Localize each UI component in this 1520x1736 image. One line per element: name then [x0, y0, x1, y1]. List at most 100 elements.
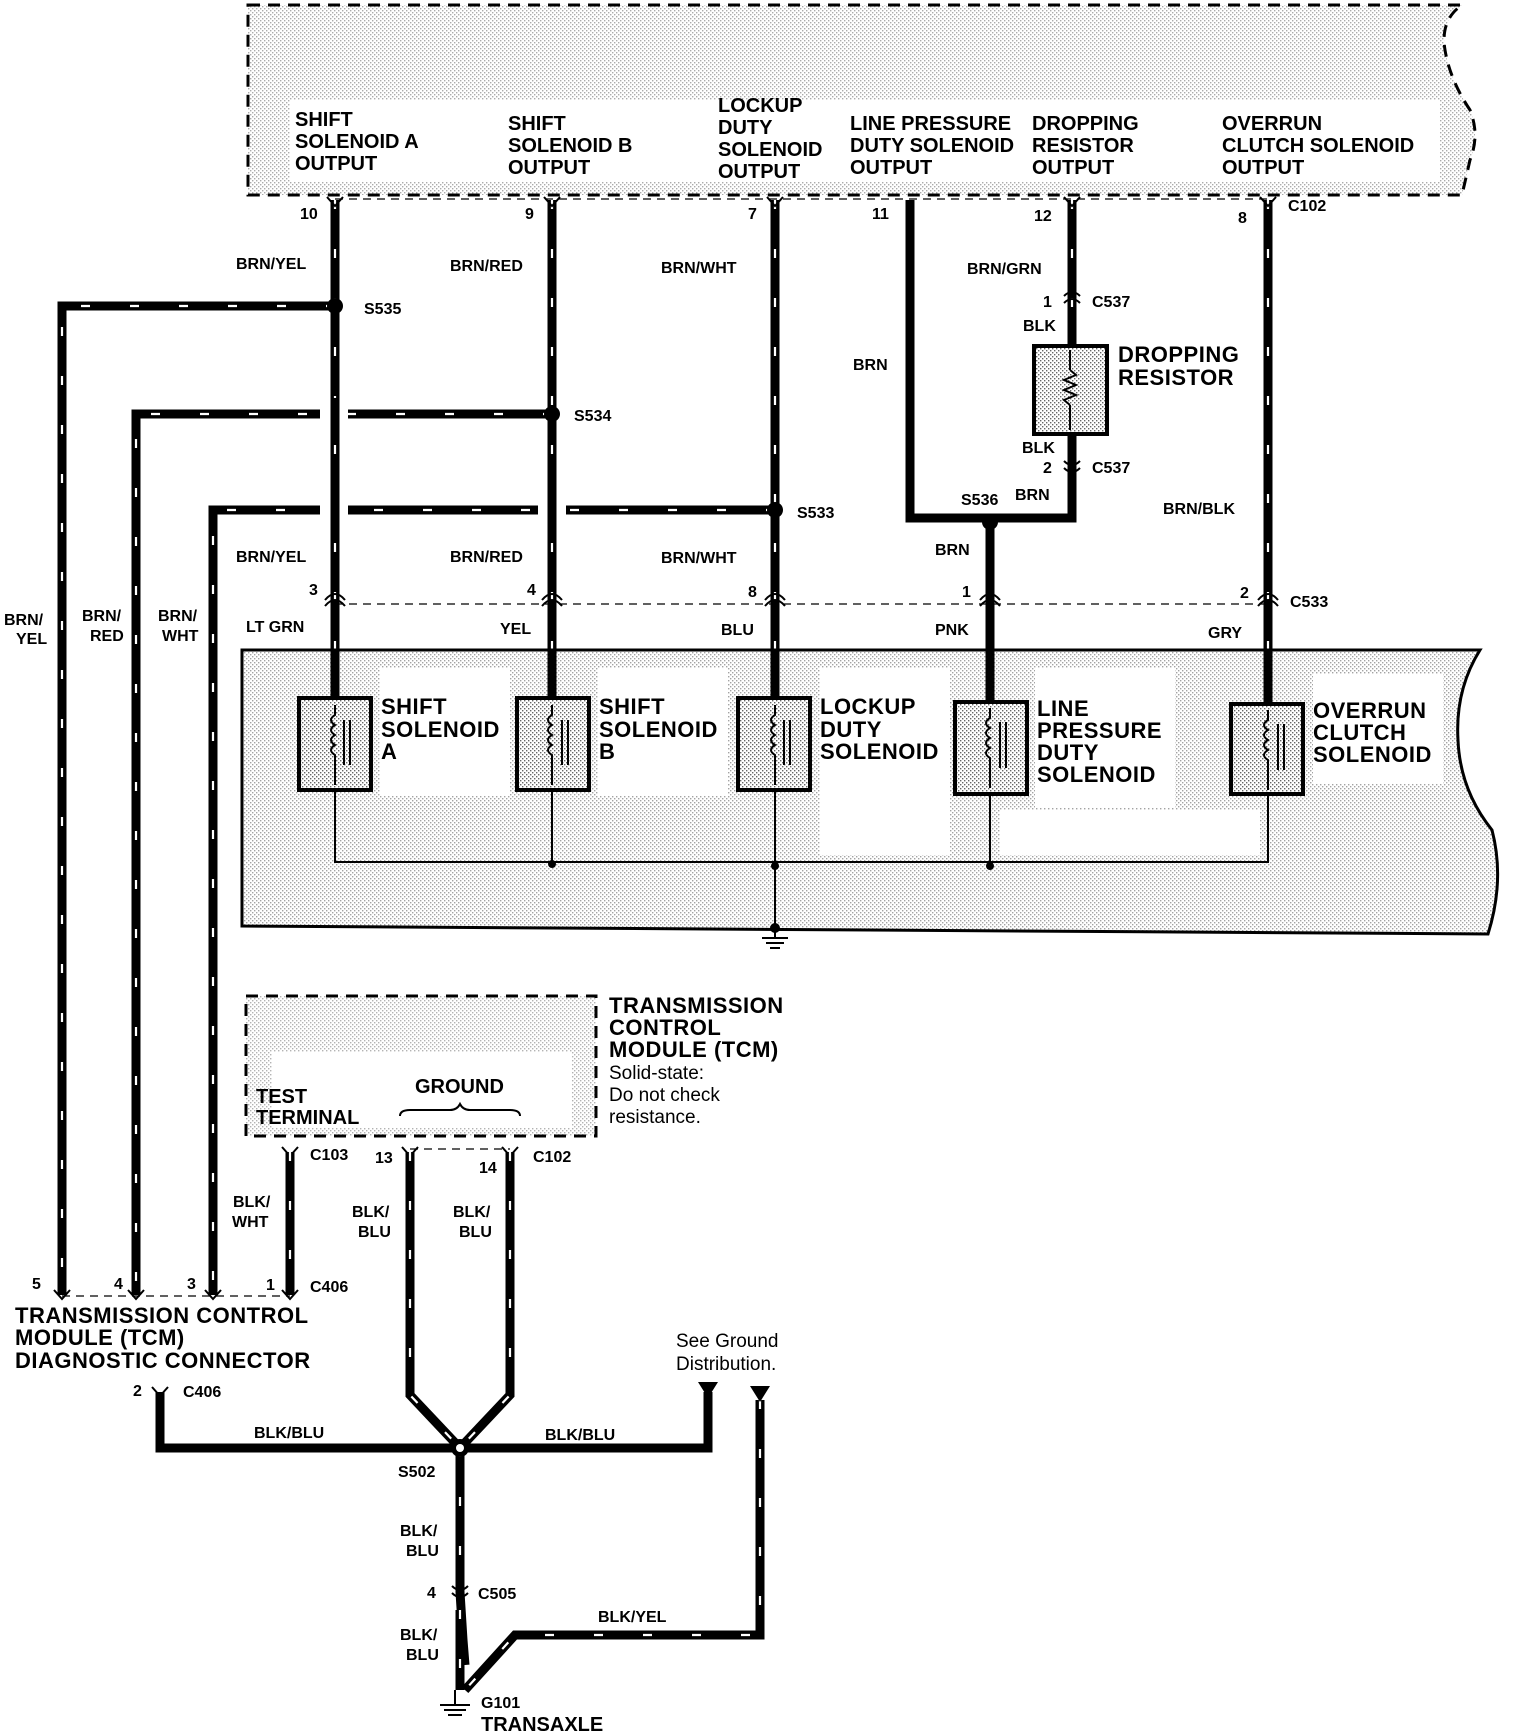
label-blk-blu-s502-1: BLK/	[400, 1523, 438, 1540]
label-s536: S536	[961, 492, 998, 509]
mid-wire-labels: BRN/YEL BRN/RED BRN/WHT BRN/ YEL BRN/ RE…	[4, 549, 737, 648]
coil-lockup-icon	[770, 705, 777, 785]
c533-pin-2: 2	[1240, 585, 1249, 602]
pcm-output-lu-l3: SOLENOID	[718, 139, 822, 161]
solenoid-wire-labels: LT GRN YEL BLU PNK GRY	[246, 619, 1242, 642]
solenoid-lockup-l3: SOLENOID	[820, 739, 939, 764]
solenoid-lp-l3: DUTY	[1037, 740, 1099, 765]
c102-vs	[326, 196, 1277, 208]
label-brn-lp: BRN	[853, 357, 888, 374]
lower-wire-labels: BLK/ WHT BLK/ BLU BLK/ BLU BLK/BLU BLK/B…	[232, 1194, 667, 1664]
solenoid-b-l1: SHIFT	[599, 694, 665, 719]
c102-pins: 10 9 7 11 12 8 C102	[300, 198, 1326, 227]
solenoid-lockup-l1: LOCKUP	[820, 694, 916, 719]
tcm-box: TRANSMISSION CONTROL MODULE (TCM) Solid-…	[244, 993, 784, 1138]
c505-label: C505	[478, 1586, 516, 1603]
tcm-l1: TRANSMISSION	[609, 993, 784, 1018]
pcm-output-oc-l2: CLUTCH SOLENOID	[1222, 135, 1414, 157]
solenoid-lp-l2: PRESSURE	[1037, 718, 1162, 743]
solenoid-oc-l3: SOLENOID	[1313, 742, 1432, 767]
dropping-resistor-l1: DROPPING	[1118, 342, 1239, 367]
pcm-output-oc-l1: OVERRUN	[1222, 113, 1322, 135]
pcm-output-a-l1: SHIFT	[295, 109, 353, 131]
label-blk-blu-13-2: BLU	[358, 1224, 391, 1241]
pcm-output-lu-l1: LOCKUP	[718, 95, 802, 117]
c533-pins: 3 4 8 1 2 C533	[309, 582, 1328, 611]
pcm-output-dr-l2: RESISTOR	[1032, 135, 1134, 157]
solenoid-b-l3: B	[599, 739, 615, 764]
solenoid-a-l2: SOLENOID	[381, 717, 500, 742]
coil-oc-icon	[1263, 710, 1270, 790]
pcm-output-lp-l3: OUTPUT	[850, 157, 932, 179]
coil-b-icon	[547, 705, 554, 785]
solenoid-lockup-l2: DUTY	[820, 717, 882, 742]
solenoid-lp-l1: LINE	[1037, 696, 1089, 721]
label-brn-red-mid: BRN/RED	[450, 549, 523, 566]
transaxle-label: TRANSAXLE	[481, 1714, 603, 1736]
tcm-pin-13: 13	[375, 1150, 393, 1167]
c537-pin-1: 1	[1043, 294, 1052, 311]
diag-wires	[57, 301, 775, 1295]
label-blk-blu-s502-2: BLU	[406, 1543, 439, 1560]
pcm-output-b-l1: SHIFT	[508, 113, 566, 135]
pcm-output-lp-l2: DUTY SOLENOID	[850, 135, 1014, 157]
label-brn-yel-mid: BRN/YEL	[236, 549, 306, 566]
dropping-resistor-l2: RESISTOR	[1118, 365, 1234, 390]
label-blk-yel: BLK/YEL	[598, 1609, 667, 1626]
diag-pin-1: 1	[266, 1277, 275, 1294]
pin-10: 10	[300, 206, 318, 223]
ground-arrow-2	[750, 1386, 770, 1402]
ground-brace	[399, 1101, 521, 1117]
wire-brn-dr	[992, 444, 1077, 523]
pcm-output-a-l3: OUTPUT	[295, 153, 377, 175]
label-pnk: PNK	[935, 622, 969, 639]
pcm-output-labels: SHIFT SOLENOID A OUTPUT SHIFT SOLENOID B…	[295, 95, 1414, 183]
pcm-output-lu-l2: DUTY	[718, 117, 773, 139]
label-brn-blk: BRN/BLK	[1163, 501, 1235, 518]
label-blu: BLU	[721, 622, 754, 639]
label-blk-blu-13-1: BLK/	[352, 1204, 390, 1221]
diag-pin-5: 5	[32, 1276, 41, 1293]
solenoid-a: SHIFT SOLENOID A	[297, 694, 500, 792]
wire-blk-blu-13	[405, 1152, 464, 1452]
solenoid-lockup: LOCKUP DUTY SOLENOID	[736, 694, 939, 792]
label-diag-brn-wht-2: WHT	[162, 628, 199, 645]
pcm-output-a-l2: SOLENOID A	[295, 131, 419, 153]
splice-s535	[327, 298, 343, 314]
pcm-output-b-l2: SOLENOID B	[508, 135, 632, 157]
pin-7: 7	[748, 206, 757, 223]
c102-label: C102	[1288, 198, 1326, 215]
c533-label: C533	[1290, 594, 1328, 611]
diag-pin-4: 4	[114, 1276, 123, 1293]
solenoid-a-l1: SHIFT	[381, 694, 447, 719]
diag-l1: TRANSMISSION CONTROL	[15, 1303, 309, 1328]
label-brn-dr: BRN	[1015, 487, 1050, 504]
diag-pin-3: 3	[187, 1276, 196, 1293]
tcm-lower-wires	[155, 1152, 765, 1694]
ground-distribution: See Ground Distribution. 4 C505 G101 TRA…	[427, 1331, 778, 1736]
c533-pin-4: 4	[527, 582, 536, 599]
wire-blk-yel	[461, 1400, 765, 1694]
solenoid-oc-l1: OVERRUN	[1313, 698, 1427, 723]
tcm-pin-14: 14	[479, 1160, 497, 1177]
pcm-output-dr-l1: DROPPING	[1032, 113, 1139, 135]
pcm-output-lu-l4: OUTPUT	[718, 161, 800, 183]
pcm-output-dr-l3: OUTPUT	[1032, 157, 1114, 179]
splice-s533	[767, 502, 783, 518]
coil-a-icon	[330, 705, 337, 785]
c533-pin-3: 3	[309, 582, 318, 599]
label-s502: S502	[398, 1464, 435, 1481]
tcm-note-3: resistance.	[609, 1107, 701, 1128]
solenoid-line-pressure: LINE PRESSURE DUTY SOLENOID	[953, 696, 1162, 796]
resistor-symbol	[1061, 369, 1079, 406]
solenoid-b: SHIFT SOLENOID B	[515, 694, 717, 792]
label-brn-yel-top: BRN/YEL	[236, 256, 306, 273]
label-blk-1: BLK	[1023, 318, 1056, 335]
tcm-ground: GROUND	[415, 1076, 504, 1098]
wire-diag-brn-red	[131, 409, 552, 1295]
label-diag-brn-wht-1: BRN/	[158, 608, 198, 625]
pin-11: 11	[872, 206, 889, 223]
label-brn-s536: BRN	[935, 542, 970, 559]
label-brn-wht-mid: BRN/WHT	[661, 550, 737, 567]
